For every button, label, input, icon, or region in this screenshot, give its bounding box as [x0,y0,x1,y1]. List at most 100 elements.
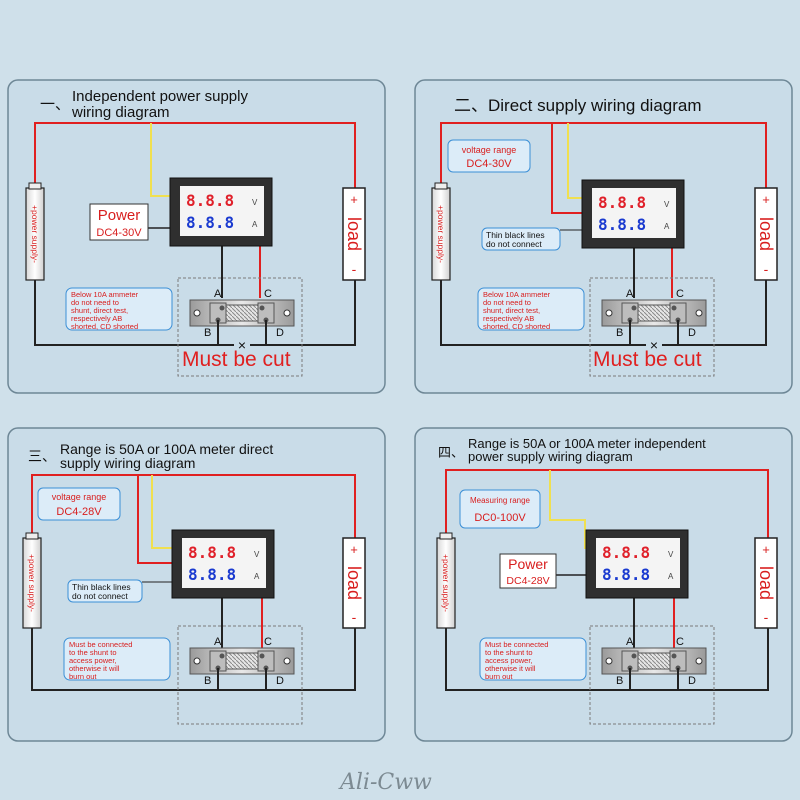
power-supply-cap [28,182,42,190]
shunt-hole-left [193,309,201,317]
power-box-title: Power [508,556,548,572]
shunt-element [637,304,671,322]
load-minus: - [352,609,357,625]
panel-4-title-line-2: power supply wiring diagram [468,449,633,464]
meter-current-digits: 8.8.8 [602,565,650,584]
terminal-c-label: C [676,636,684,648]
load-box [754,187,778,281]
meter-voltage-digits: 8.8.8 [186,191,234,210]
shunt-hole-left [605,309,613,317]
watermark: Ali-Cww [340,770,432,795]
meter-voltage-unit: V [252,198,258,207]
meter-voltage-digits: 8.8.8 [602,543,650,562]
note-callout [479,637,587,681]
note-line-5: burn out [485,672,513,681]
cut-text: Must be cut [593,348,702,371]
load-box [754,537,778,629]
voltage-range-callout [447,139,531,173]
power-box-range: DC4-30V [96,227,142,239]
load-plus: + [350,192,358,207]
note-line-3: shunt, direct test, [483,306,540,315]
cut-text: Must be cut [182,348,291,371]
shunt-element [225,304,259,322]
note-line-2: to the shunt to [485,648,533,657]
voltage-range-value: DC4-30V [466,158,512,170]
meter-voltage-unit: V [254,550,260,559]
power-box [499,553,557,589]
terminal-b-label: B [204,675,211,687]
measuring-range-value: DC0-100V [474,512,526,524]
shunt-dashed-area [589,277,715,377]
terminal-c-screw [671,653,677,659]
thin-lines-line-2: do not connect [72,591,128,601]
power-supply-label: +power supply- [441,554,451,612]
cut-gap [646,336,662,352]
meter-current-unit: A [254,572,260,581]
red-wire-top [445,469,769,540]
terminal-c-label: C [264,288,272,300]
terminal-d-label: D [276,675,284,687]
terminal-b-label: B [616,675,623,687]
thin-lines-callout [481,227,561,251]
terminal-a-label: A [214,636,222,648]
red-wire-top [34,122,356,190]
panel-2-title: Direct supply wiring diagram [488,96,702,115]
meter-current-digits: 8.8.8 [598,215,646,234]
panel-3-title-line-1: Range is 50A or 100A meter direct [60,441,273,457]
meter-screen [596,538,680,588]
shunt-hole-left [193,657,201,665]
black-wire-bottom [440,280,767,346]
terminal-c-label: C [264,636,272,648]
note-line-2: to the shunt to [69,648,117,657]
power-supply-label: +power supply- [27,554,37,612]
note-callout [65,287,173,331]
power-box-title: Power [98,207,141,224]
load-label: load [344,566,364,600]
note-line-5: shorted, CD shorted [483,322,550,331]
note-line-4: respectively AB [71,314,122,323]
note-line-4: otherwise it will [69,664,120,673]
note-line-1: Must be connected [485,640,548,649]
thin-lines-line-2: do not connect [486,239,542,249]
meter-current-digits: 8.8.8 [186,213,234,232]
note-callout [477,287,585,331]
shunt-element [637,652,671,670]
voltage-range-title: voltage range [52,492,107,502]
note-line-5: shorted, CD shorted [71,322,138,331]
note-line-3: shunt, direct test, [71,306,128,315]
terminal-a-label: A [626,636,634,648]
thin-lines-callout [67,579,143,603]
black-wire-bottom [31,628,356,691]
terminal-d-label: D [688,327,696,339]
note-line-4: otherwise it will [485,664,536,673]
terminal-a-label: A [626,288,634,300]
measuring-range-title: Measuring range [470,496,531,505]
power-box-range: DC4-28V [506,575,549,587]
panel-1-title-line-2: wiring diagram [71,104,170,121]
load-plus: + [762,192,770,207]
load-plus: + [350,542,358,557]
red-power-lead [551,123,592,214]
shunt-dashed-area [589,625,715,725]
shunt-dashed-area [177,625,303,725]
panel-1-index: 一、 [40,96,70,113]
meter-screen [182,538,266,588]
note-line-1: Below 10A ammeter [71,290,139,299]
note-line-5: burn out [69,672,97,681]
meter-voltage-digits: 8.8.8 [188,543,236,562]
load-plus: + [762,542,770,557]
cut-mark: × [650,337,658,353]
terminal-c-label: C [676,288,684,300]
shunt-dashed-area [177,277,303,377]
shunt-element [225,652,259,670]
terminal-d-label: D [688,675,696,687]
terminal-a-screw [219,653,225,659]
note-line-3: access power, [485,656,533,665]
black-wire-bottom [34,280,356,346]
cut-mark: × [238,337,246,353]
power-supply-cap [25,532,39,540]
voltage-range-callout [37,487,121,521]
power-supply-label: +power supply- [436,205,446,263]
panel-4: 四、 Range is 50A or 100A meter independen… [414,427,793,742]
terminal-c-screw [259,305,265,311]
